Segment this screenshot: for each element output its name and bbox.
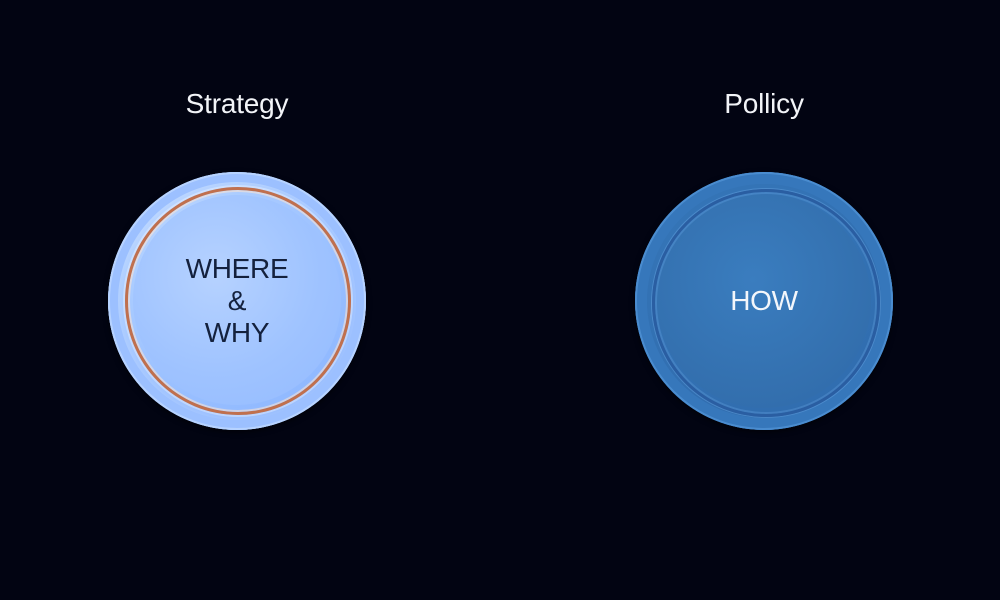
strategy-disc-ring [125,187,351,415]
policy-disc: HOW [635,172,893,430]
strategy-line-where: WHERE [185,253,289,284]
strategy-disc-label: WHERE & WHY [108,172,366,430]
policy-line-how: HOW [730,285,798,316]
strategy-line-and: & [227,285,247,316]
strategy-title: Strategy [185,88,289,119]
policy-title: Pollicy [724,88,804,119]
policy-disc-label: HOW [635,172,893,430]
strategy-line-why: WHY [204,317,270,348]
strategy-disc: WHERE & WHY [108,172,366,430]
policy-disc-ring [652,189,880,417]
